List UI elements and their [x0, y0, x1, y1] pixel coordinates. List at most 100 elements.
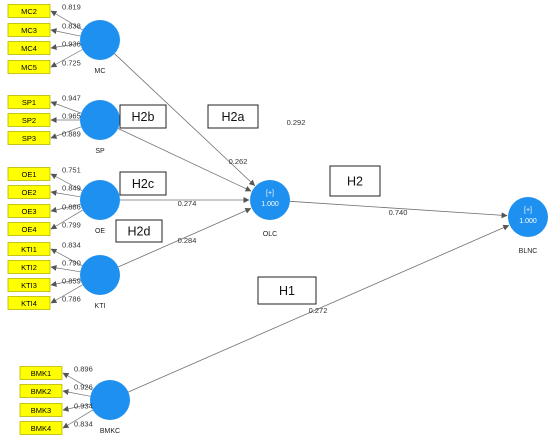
indicator-box-oe2[interactable] [7, 185, 51, 199]
hypothesis-label-h2: H2 [347, 175, 363, 189]
indicator-box-kti4[interactable] [7, 296, 51, 310]
path-coefficient-sp-olc: 0.262 [229, 157, 248, 166]
loading-value-mc2: 0.819 [62, 3, 81, 12]
loading-arrow-kti1 [50, 248, 83, 267]
indicator-box-bmk4[interactable] [19, 421, 63, 435]
loading-arrow-mc4 [50, 42, 81, 51]
indicator-box-bmk2[interactable] [19, 384, 63, 398]
loading-arrow-oe1 [50, 173, 83, 192]
indicator-box-sp2[interactable] [7, 113, 51, 127]
indicator-box-kti1[interactable] [7, 242, 51, 256]
loading-value-bmk2: 0.926 [74, 383, 93, 392]
path-arrow-kti-olc [118, 207, 252, 268]
indicator-label-bmk4: BMK4 [31, 424, 51, 433]
loading-arrow-mc2 [50, 10, 83, 31]
loading-arrow-kti4 [50, 284, 83, 304]
loading-arrow-oe2 [50, 189, 81, 198]
loading-value-bmk4: 0.834 [74, 420, 93, 429]
indicator-box-mc3[interactable] [7, 23, 51, 37]
loading-value-sp1: 0.947 [62, 94, 81, 103]
hypothesis-label-h1: H1 [279, 284, 295, 298]
construct-label-blnc: BLNC [519, 248, 538, 255]
loading-arrow-bmk1 [62, 372, 93, 391]
hypothesis-box-h2b [119, 104, 167, 129]
path-arrow-olc-blnc [289, 200, 508, 219]
construct-expand-blnc: [+] [524, 207, 532, 214]
loading-value-mc5: 0.725 [62, 59, 81, 68]
path-coefficient-bmkc-blnc: 0.272 [309, 306, 328, 315]
hypothesis-label-h2b: H2b [132, 110, 155, 124]
indicator-label-kti4: KTI4 [21, 299, 37, 308]
construct-r2-olc: 1.000 [261, 201, 279, 208]
construct-mc[interactable] [80, 20, 120, 60]
construct-bmkc[interactable] [90, 380, 130, 420]
construct-sp[interactable] [80, 100, 120, 140]
construct-label-kti: KTI [95, 303, 106, 310]
loading-arrow-oe4 [50, 209, 83, 230]
indicator-box-sp3[interactable] [7, 131, 51, 145]
hypothesis-box-h2c [119, 171, 167, 196]
loading-value-oe1: 0.751 [62, 166, 81, 175]
loading-value-oe3: 0.886 [62, 203, 81, 212]
indicator-label-oe3: OE3 [21, 207, 36, 216]
construct-oe[interactable] [80, 180, 120, 220]
loading-arrow-kti2 [50, 264, 81, 273]
construct-label-mc: MC [95, 68, 106, 75]
path-arrow-sp-olc [117, 128, 252, 192]
hypothesis-box-h2d [115, 219, 163, 243]
indicator-label-mc3: MC3 [21, 26, 37, 35]
path-arrow-bmkc-blnc [128, 224, 510, 393]
indicator-box-sp1[interactable] [7, 95, 51, 109]
indicator-box-bmk1[interactable] [19, 366, 63, 380]
loading-value-kti2: 0.790 [62, 259, 81, 268]
indicator-box-oe4[interactable] [7, 222, 51, 236]
path-coefficient-oe-olc: 0.274 [178, 199, 197, 208]
indicator-label-bmk2: BMK2 [31, 387, 51, 396]
construct-label-oe: OE [95, 228, 105, 235]
hypothesis-label-h2c: H2c [132, 177, 154, 191]
loading-value-oe2: 0.849 [62, 184, 81, 193]
indicator-label-mc5: MC5 [21, 63, 37, 72]
construct-kti[interactable] [80, 255, 120, 295]
indicator-label-kti2: KTI2 [21, 263, 37, 272]
loading-value-kti4: 0.786 [62, 295, 81, 304]
indicator-label-sp2: SP2 [22, 116, 36, 125]
indicator-label-oe4: OE4 [21, 225, 36, 234]
loading-arrow-bmk3 [62, 403, 91, 412]
construct-expand-olc: [+] [266, 190, 274, 197]
path-coefficient-kti-olc: 0.284 [178, 236, 197, 245]
loading-value-mc4: 0.936 [62, 40, 81, 49]
indicator-box-kti2[interactable] [7, 260, 51, 274]
indicator-box-bmk3[interactable] [19, 403, 63, 417]
path-coefficient-olc-blnc: 0.740 [389, 208, 408, 217]
loading-value-sp3: 0.889 [62, 130, 81, 139]
indicator-label-oe2: OE2 [21, 188, 36, 197]
construct-r2-blnc: 1.000 [519, 218, 537, 225]
loading-arrow-bmk2 [62, 389, 91, 397]
indicator-label-oe1: OE1 [21, 170, 36, 179]
construct-olc[interactable] [250, 180, 290, 220]
loading-arrow-sp3 [50, 126, 82, 139]
loading-value-kti1: 0.834 [62, 241, 81, 250]
indicator-box-mc4[interactable] [7, 41, 51, 55]
indicator-label-sp1: SP1 [22, 98, 36, 107]
hypothesis-box-h1 [257, 276, 317, 305]
indicator-label-sp3: SP3 [22, 134, 36, 143]
indicator-box-mc2[interactable] [7, 4, 51, 18]
construct-label-sp: SP [95, 148, 105, 155]
indicator-box-kti3[interactable] [7, 278, 51, 292]
hypothesis-box-h2a [207, 104, 259, 129]
indicator-box-mc5[interactable] [7, 60, 51, 74]
loading-arrow-bmk4 [62, 409, 93, 429]
indicator-box-oe3[interactable] [7, 204, 51, 218]
construct-blnc[interactable] [508, 197, 548, 237]
construct-label-bmkc: BMKC [100, 428, 120, 435]
hypothesis-label-h2a: H2a [222, 110, 245, 124]
loading-value-kti3: 0.859 [62, 277, 81, 286]
indicator-label-mc2: MC2 [21, 7, 37, 16]
indicator-label-mc4: MC4 [21, 44, 37, 53]
hypothesis-box-h2 [329, 165, 381, 197]
loading-value-bmk3: 0.934 [74, 402, 93, 411]
indicator-box-oe1[interactable] [7, 167, 51, 181]
